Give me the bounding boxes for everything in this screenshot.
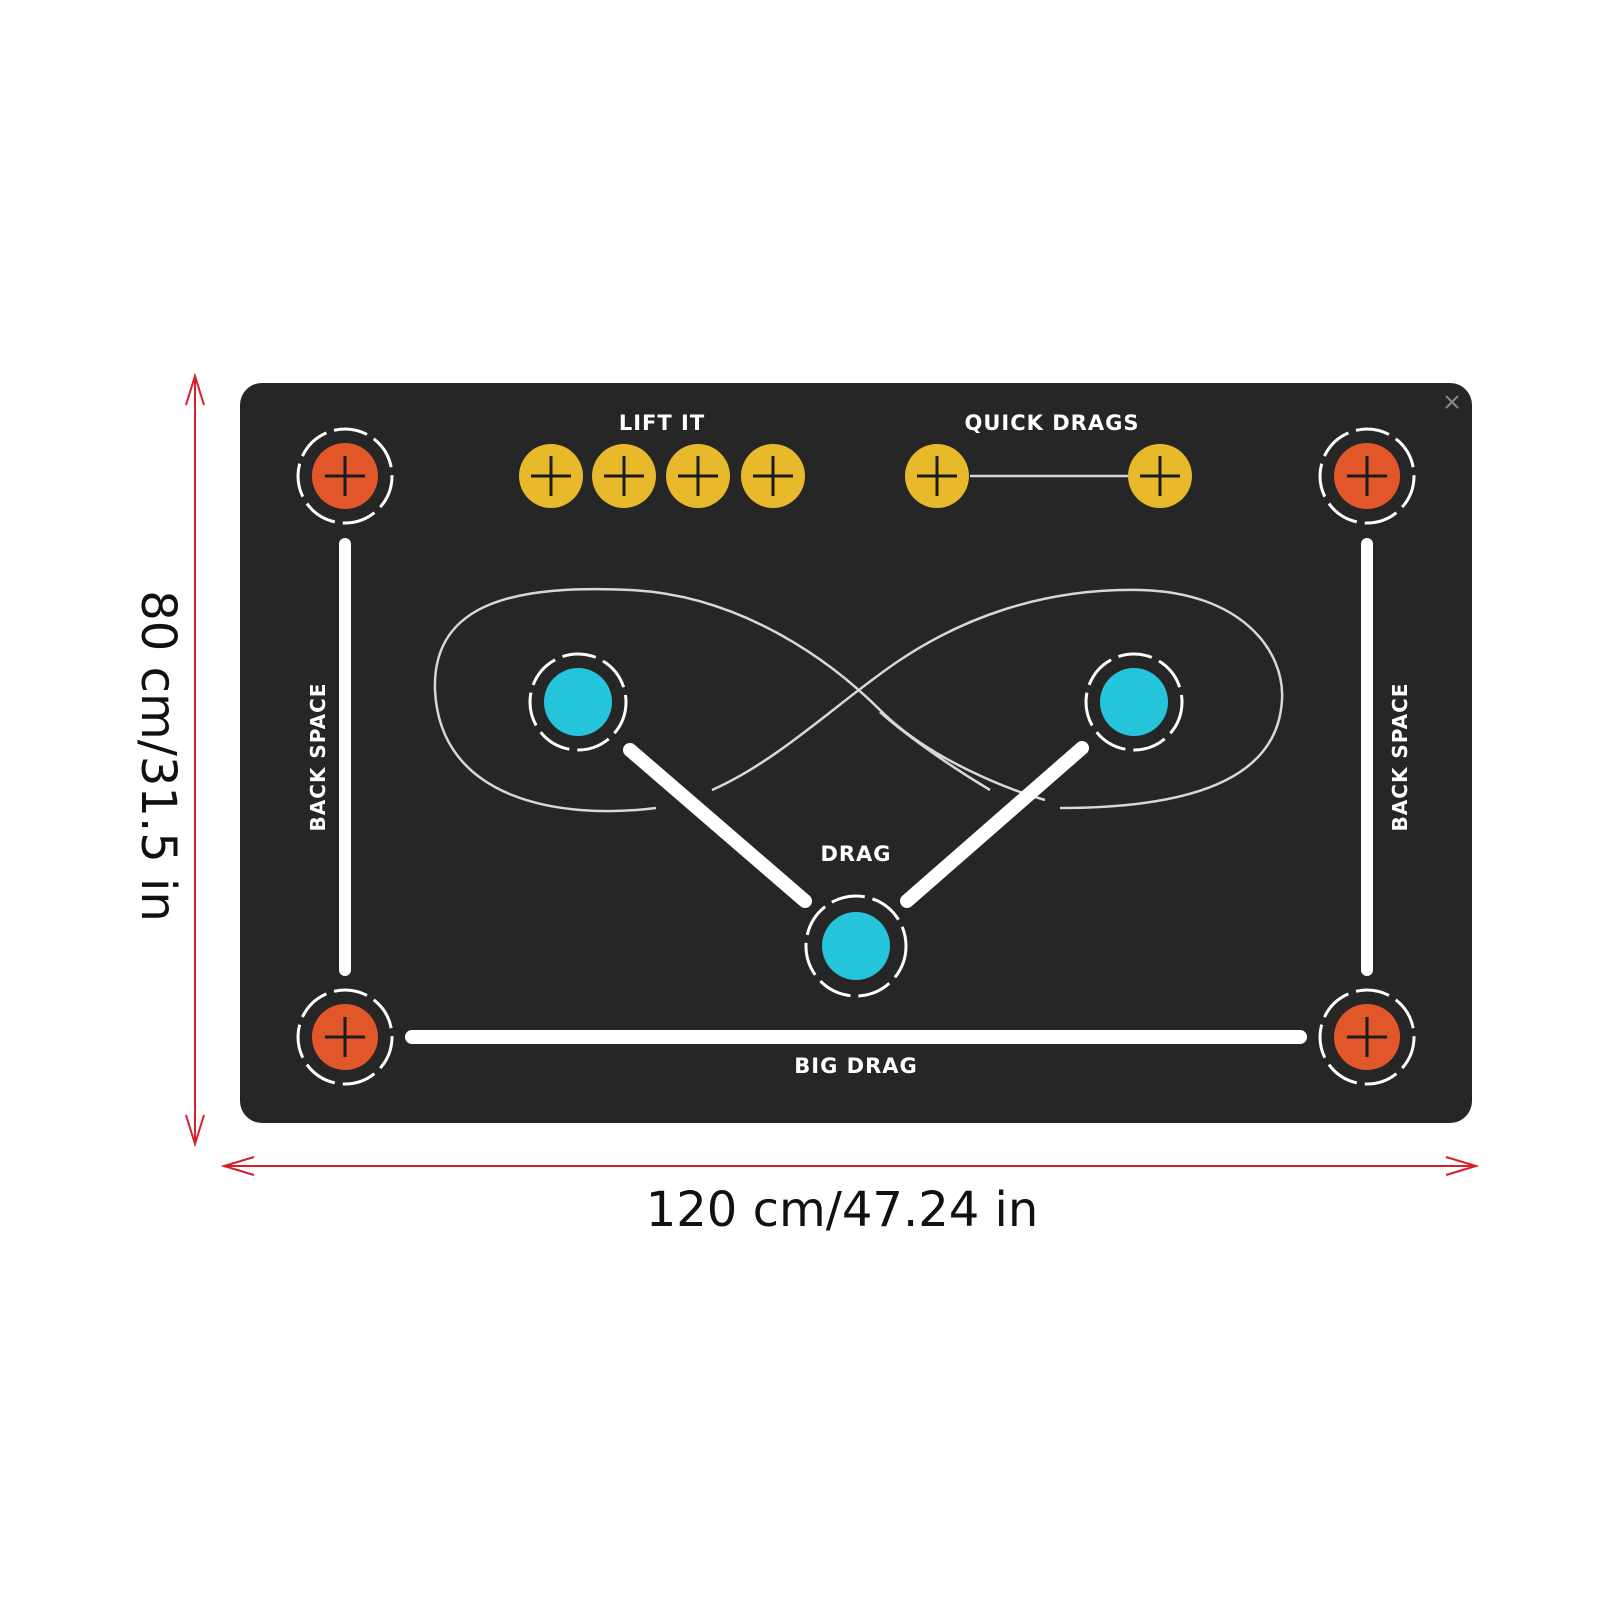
orange-target-top-right	[1318, 427, 1416, 525]
height-label: 80 cm/31.5 in	[130, 590, 186, 922]
cyan-target-left	[528, 652, 628, 752]
orange-target-bottom-left	[296, 988, 394, 1086]
label-drag: DRAG	[820, 842, 891, 866]
drag-line-right	[900, 741, 1089, 908]
width-arrow	[220, 1156, 1480, 1176]
label-back-space-left: BACK SPACE	[306, 683, 330, 832]
cyan-target-bottom	[804, 894, 908, 998]
yellow-target-quick-2	[1128, 444, 1192, 508]
label-back-space-right: BACK SPACE	[1388, 683, 1412, 832]
yellow-target-lift-3	[666, 444, 730, 508]
width-label: 120 cm/47.24 in	[646, 1182, 1039, 1238]
infinity-path	[433, 587, 1284, 813]
close-icon	[1445, 395, 1459, 409]
yellow-target-lift-4	[741, 444, 805, 508]
label-big-drag: BIG DRAG	[794, 1054, 917, 1078]
height-arrow	[185, 372, 205, 1148]
mat-background	[240, 383, 1472, 1123]
label-lift-it: LIFT IT	[619, 411, 705, 435]
yellow-target-lift-2	[592, 444, 656, 508]
orange-target-top-left	[296, 427, 394, 525]
label-quick-drags: QUICK DRAGS	[965, 411, 1140, 435]
yellow-target-quick-1	[905, 444, 969, 508]
drag-line-left	[623, 743, 812, 908]
orange-target-bottom-right	[1318, 988, 1416, 1086]
yellow-target-lift-1	[519, 444, 583, 508]
cyan-target-right	[1084, 652, 1184, 752]
